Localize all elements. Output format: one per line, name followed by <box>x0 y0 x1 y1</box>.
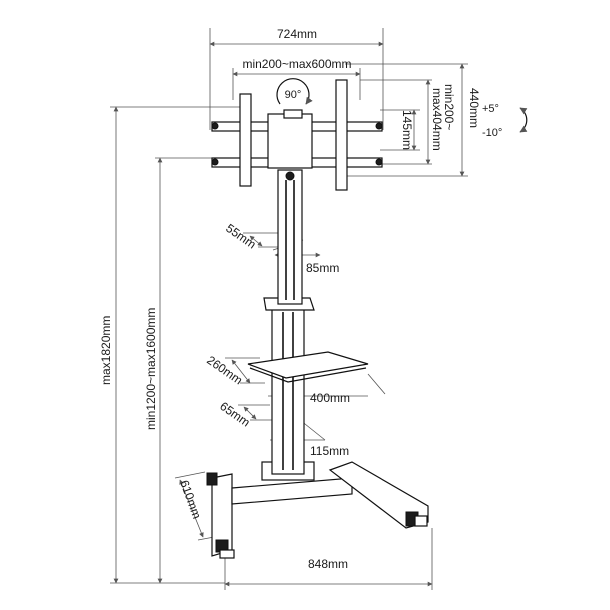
tilt-down-label: -10° <box>482 127 502 139</box>
vesa-width-label: 724mm <box>277 27 317 41</box>
vesa-height-range-label-2: max404mm <box>430 88 444 151</box>
base-depth-label: 610mm <box>177 478 204 520</box>
base-column-width-label: 115mm <box>310 444 349 458</box>
caster-back-left <box>206 472 218 486</box>
vesa-height-label: 440mm <box>467 88 481 128</box>
vesa-width-range-label: min200~max600mm <box>242 57 351 71</box>
lower-column <box>271 303 305 475</box>
caster-front-right <box>405 511 428 527</box>
stand-drawing <box>206 79 429 559</box>
rotation-arrow-icon <box>276 78 313 105</box>
column-depth-label: 55mm <box>223 221 258 252</box>
height-range-label: min1200~max1600mm <box>144 308 158 430</box>
base-width-label: 848mm <box>308 557 348 571</box>
upper-column <box>277 169 303 305</box>
shelf-width-label: 400mm <box>310 391 350 405</box>
caster-front-left <box>215 539 235 559</box>
tilt-arrow-icon <box>519 107 528 133</box>
rotation-label: 90° <box>285 89 302 101</box>
glass-shelf <box>247 351 369 379</box>
column-width-label: 85mm <box>306 261 339 275</box>
total-height-label: max1820mm <box>99 316 113 385</box>
mount-arm-left <box>239 93 252 187</box>
column-top-cap <box>285 171 295 181</box>
base-crossbar <box>231 477 353 505</box>
bracket-height-label: 145mm <box>400 110 414 150</box>
base-right-leg <box>328 461 429 529</box>
mount-arm-right <box>335 79 348 191</box>
mount-center-plate <box>267 113 313 169</box>
vesa-height-range-label-1: min200~ <box>442 84 456 130</box>
base-column-depth-label: 65mm <box>217 399 252 430</box>
tilt-up-label: +5° <box>482 103 499 115</box>
